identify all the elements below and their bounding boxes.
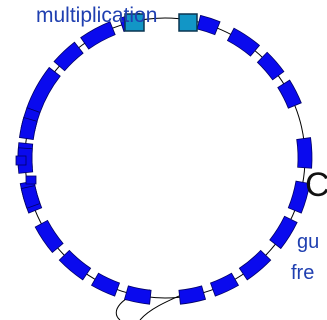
left-marker-1	[15, 155, 27, 166]
ring-segment	[18, 116, 38, 140]
ring-segment	[226, 27, 261, 57]
ring-segment	[58, 249, 92, 281]
ring-segment	[269, 215, 298, 250]
ring-segment	[26, 66, 61, 114]
ring-segment	[196, 14, 221, 36]
label-gu: gu	[297, 231, 319, 253]
label-fre: fre	[291, 262, 314, 284]
ring-segment	[34, 219, 64, 254]
ring-segment	[296, 137, 313, 169]
ring-segment	[90, 272, 121, 297]
ring-segment	[20, 185, 41, 209]
top-marker-1	[124, 13, 145, 32]
ring-segments	[17, 12, 313, 305]
ring-segment	[123, 285, 152, 305]
ring-segment	[277, 79, 302, 109]
top-marker-2	[178, 13, 198, 32]
ring-segment	[209, 272, 240, 297]
ring-segment	[80, 21, 116, 50]
ring-segment	[287, 180, 311, 214]
left-marker-2	[25, 175, 37, 185]
ring-segment	[178, 285, 207, 305]
ring-segment	[238, 249, 272, 281]
ring-segment	[53, 41, 84, 72]
label-c-symbol: C	[305, 166, 327, 204]
ring-segment	[256, 51, 285, 81]
label-multiplication: multiplication	[36, 4, 157, 27]
